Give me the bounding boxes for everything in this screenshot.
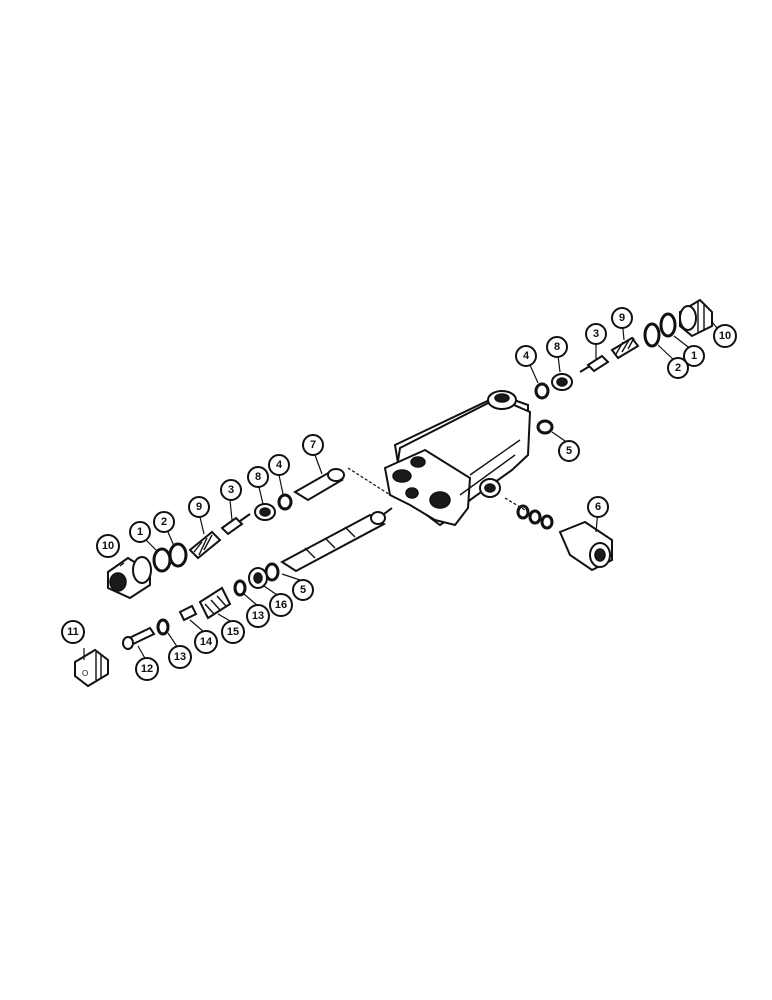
svg-text:10: 10 bbox=[102, 540, 114, 552]
washer-13-lower bbox=[156, 618, 170, 636]
plug-11: O bbox=[74, 648, 109, 688]
svg-text:6: 6 bbox=[595, 501, 601, 513]
callout: 1 bbox=[683, 345, 705, 367]
svg-text:4: 4 bbox=[523, 350, 530, 362]
svg-text:5: 5 bbox=[566, 445, 572, 457]
callout: 12 bbox=[135, 657, 159, 681]
callout: 9 bbox=[611, 307, 633, 329]
plug-7 bbox=[293, 468, 345, 502]
callout: 4 bbox=[515, 345, 537, 367]
pin-12 bbox=[122, 626, 156, 650]
spool bbox=[280, 507, 393, 573]
svg-text:3: 3 bbox=[593, 328, 599, 340]
svg-text:O: O bbox=[82, 669, 88, 678]
callout: 14 bbox=[194, 630, 218, 654]
svg-text:13: 13 bbox=[252, 610, 264, 622]
callout: 4 bbox=[268, 454, 290, 476]
svg-text:11: 11 bbox=[67, 626, 79, 638]
svg-text:9: 9 bbox=[619, 312, 625, 324]
svg-text:1: 1 bbox=[137, 526, 143, 538]
fitting-right bbox=[679, 298, 713, 338]
washer-13-upper bbox=[233, 579, 247, 597]
spring-9-right bbox=[610, 336, 640, 360]
svg-text:10: 10 bbox=[719, 330, 731, 342]
valve-body bbox=[383, 390, 532, 527]
o-ring-5-right bbox=[536, 419, 554, 435]
callout: 6 bbox=[587, 496, 609, 518]
poppet-3-right bbox=[579, 354, 610, 373]
spring-15 bbox=[198, 586, 232, 620]
o-ring-1-left bbox=[152, 547, 172, 573]
svg-text:15: 15 bbox=[227, 626, 239, 638]
fitting-left bbox=[107, 556, 152, 600]
callout: 5 bbox=[292, 579, 314, 601]
callout: 5 bbox=[558, 440, 580, 462]
svg-text:8: 8 bbox=[255, 471, 261, 483]
o-ring-4-left bbox=[277, 493, 293, 511]
callout: 3 bbox=[585, 323, 607, 345]
svg-text:16: 16 bbox=[275, 599, 287, 611]
callout: 2 bbox=[153, 511, 175, 533]
callout: 8 bbox=[546, 336, 568, 358]
svg-text:5: 5 bbox=[300, 584, 306, 596]
callout: 13 bbox=[246, 604, 270, 628]
svg-text:13: 13 bbox=[174, 651, 186, 663]
callouts: 1 2 9 3 8 4 7 10 11 12 13 14 15 13 16 5 … bbox=[61, 307, 737, 681]
svg-text:12: 12 bbox=[141, 663, 153, 675]
svg-text:8: 8 bbox=[554, 341, 560, 353]
spring-9-left bbox=[188, 530, 222, 560]
svg-text:2: 2 bbox=[675, 362, 681, 374]
callout: 15 bbox=[221, 620, 245, 644]
seat-8-left bbox=[254, 503, 276, 521]
callout: 13 bbox=[168, 645, 192, 669]
callout: 16 bbox=[269, 593, 293, 617]
svg-text:7: 7 bbox=[310, 439, 316, 451]
callout: 9 bbox=[188, 496, 210, 518]
o-ring-2-left bbox=[168, 542, 188, 568]
o-ring-2-right bbox=[643, 322, 661, 348]
callout: 8 bbox=[247, 466, 269, 488]
washer-16 bbox=[248, 567, 268, 589]
svg-text:2: 2 bbox=[161, 516, 167, 528]
callout: 2 bbox=[667, 357, 689, 379]
elbow-fitting-6 bbox=[516, 504, 613, 572]
callout: 10 bbox=[713, 324, 737, 348]
svg-text:14: 14 bbox=[200, 636, 213, 648]
svg-text:1: 1 bbox=[691, 350, 697, 362]
o-ring-1-right bbox=[659, 312, 677, 338]
svg-text:9: 9 bbox=[196, 501, 202, 513]
poppet-3-left bbox=[220, 513, 251, 536]
callout: 1 bbox=[129, 521, 151, 543]
callout: 7 bbox=[302, 434, 324, 456]
callout: 3 bbox=[220, 479, 242, 501]
svg-text:4: 4 bbox=[276, 459, 283, 471]
o-ring-4-right bbox=[534, 382, 550, 400]
callout: 10 bbox=[96, 534, 120, 558]
svg-text:3: 3 bbox=[228, 484, 234, 496]
spacer-14 bbox=[178, 604, 198, 622]
seat-8-right bbox=[551, 373, 573, 391]
callout: 11 bbox=[61, 620, 85, 644]
